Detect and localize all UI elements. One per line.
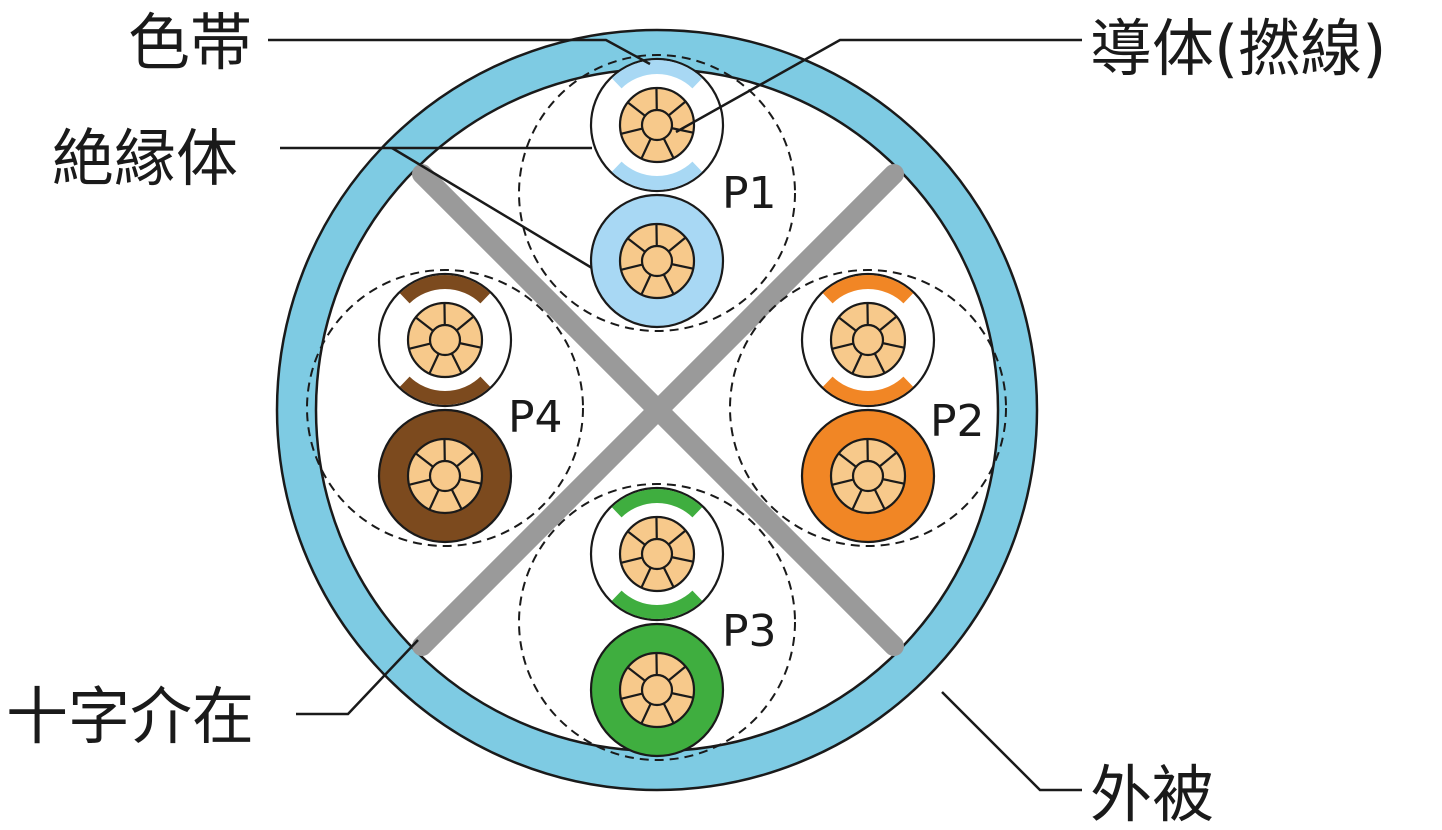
stranded-conductor: [618, 222, 696, 300]
pair-p1: P1: [518, 54, 796, 332]
stranded-conductor: [618, 515, 696, 593]
leader-jacket: [941, 691, 1082, 792]
color-band-top: [611, 489, 703, 518]
pair-boundary: [518, 483, 796, 761]
pair-p3: P3: [518, 483, 796, 761]
color-band-top: [822, 275, 914, 304]
stranded-conductor: [618, 651, 696, 729]
leader-conductor: [675, 38, 1082, 134]
leader-insulation-bottom: [391, 146, 593, 270]
pair-boundary: [729, 269, 1007, 547]
wire-white-p4: [377, 272, 513, 408]
label-color-band: 色帯: [128, 6, 252, 79]
color-band-top: [399, 275, 491, 304]
label-insulation: 絶縁体: [52, 122, 238, 195]
stranded-conductor: [829, 301, 907, 379]
pair-label: P4: [508, 392, 563, 443]
pair-label: P3: [722, 606, 777, 657]
pair-p2: P2: [729, 269, 1007, 547]
pair-boundary: [306, 269, 584, 547]
cross-filler-bar-b: [412, 164, 904, 656]
color-band-bottom: [399, 376, 491, 405]
leader-cross-filler: [296, 639, 419, 716]
pair-label: P2: [930, 396, 985, 447]
leader-color-band: [268, 38, 651, 66]
stranded-conductor: [406, 437, 484, 515]
stranded-conductor: [618, 86, 696, 164]
label-conductor: 導体(撚線): [1090, 12, 1386, 85]
wire-colored-p3: [589, 622, 725, 758]
cross-filler: [412, 164, 904, 656]
stranded-conductor: [406, 301, 484, 379]
pair-boundary: [518, 54, 796, 332]
wire-colored-p1: [589, 193, 725, 329]
color-band-bottom: [611, 590, 703, 619]
wire-colored-p4: [377, 408, 513, 544]
label-jacket: 外被: [1090, 758, 1214, 830]
wire-white-p3: [589, 486, 725, 622]
color-band-top: [611, 60, 703, 89]
wire-colored-p2: [800, 408, 936, 544]
leader-lines: [268, 38, 1082, 792]
color-band-bottom: [822, 376, 914, 405]
wire-white-p2: [800, 272, 936, 408]
color-band-bottom: [611, 161, 703, 190]
stranded-conductor: [829, 437, 907, 515]
pair-p4: P4: [306, 269, 584, 547]
label-cross-filler: 十字介在: [6, 680, 254, 753]
pair-label: P1: [722, 168, 777, 219]
wire-white-p1: [589, 57, 725, 193]
